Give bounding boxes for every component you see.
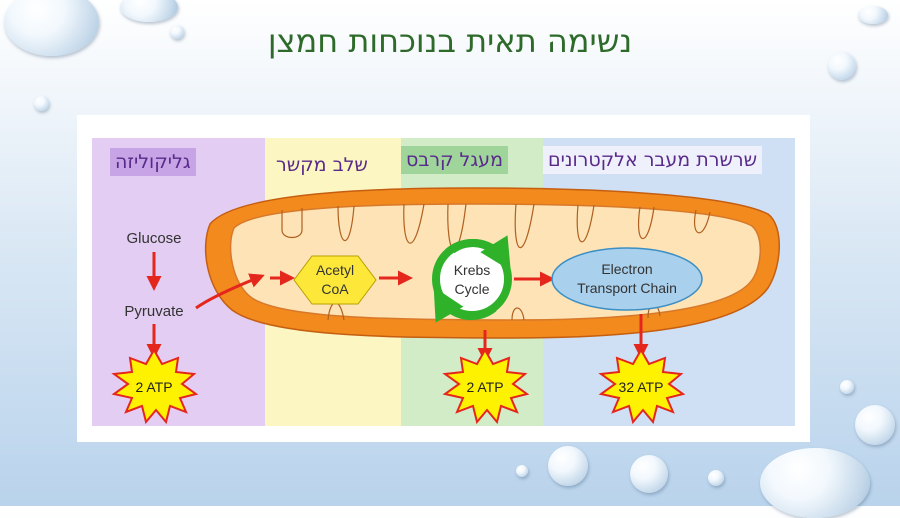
- atp-starburst-glycolysis: [111, 347, 199, 425]
- water-drop: [548, 446, 588, 486]
- cellular-respiration-diagram: Glucose Pyruvate 2 ATP Acetyl CoA Krebs …: [92, 138, 795, 426]
- atp-krebs-label: 2 ATP: [466, 379, 503, 395]
- acetyl-coa-line1: Acetyl: [316, 262, 354, 278]
- glycolysis-zone-label: גליקוליזה: [110, 148, 196, 176]
- water-drop: [516, 465, 528, 477]
- cristae: [281, 203, 711, 321]
- water-drop: [630, 455, 668, 493]
- atp-etc-label: 32 ATP: [619, 379, 664, 395]
- water-drop: [4, 0, 99, 56]
- water-drop: [120, 0, 178, 22]
- diagram-frame: Glucose Pyruvate 2 ATP Acetyl CoA Krebs …: [77, 115, 810, 442]
- water-drop: [34, 96, 49, 111]
- water-drop: [828, 52, 856, 80]
- atp-starburst-etc: [598, 347, 686, 425]
- krebs-cycle-line1: Krebs: [454, 262, 491, 278]
- etc-line2: Transport Chain: [577, 280, 677, 296]
- pyruvate-label: Pyruvate: [124, 303, 183, 320]
- acetyl-coa-hexagon: [293, 255, 377, 305]
- acetyl-coa-line2: CoA: [321, 281, 349, 297]
- glucose-label: Glucose: [126, 230, 181, 247]
- water-drop: [760, 448, 870, 518]
- atp-glycolysis-label: 2 ATP: [135, 379, 172, 395]
- slide-title: נשימה תאית בנוכחות חמצן: [267, 22, 633, 60]
- water-drop: [708, 470, 724, 486]
- krebs-cycle-arrow-top: [449, 235, 511, 271]
- water-drop: [858, 6, 888, 24]
- pyruvate-to-mitochondrion-arrow: [195, 273, 265, 310]
- krebs-cycle-line2: Cycle: [454, 281, 489, 297]
- link-zone-label: שלב מקשר: [276, 154, 368, 176]
- etc-ellipse: [551, 247, 703, 311]
- krebs-zone-label: מעגל קרבס: [401, 146, 508, 174]
- atp-starburst-krebs: [442, 347, 530, 425]
- water-drop: [855, 405, 895, 445]
- water-drop: [840, 380, 854, 394]
- etc-line1: Electron: [601, 261, 652, 277]
- water-drop: [170, 25, 184, 39]
- krebs-cycle-arrow-bottom: [433, 286, 497, 323]
- etc-zone-label: שרשרת מעבר אלקטרונים: [543, 146, 763, 174]
